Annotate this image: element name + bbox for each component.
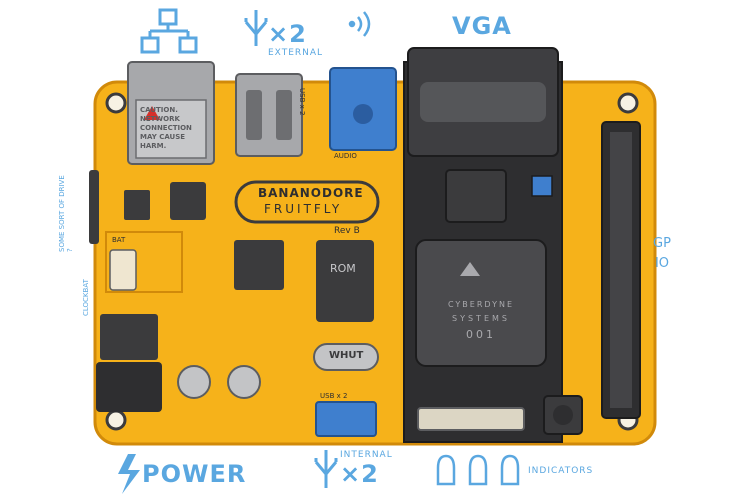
- clockbat-label: CLOCKBAT: [82, 279, 90, 316]
- cpu-line-1: CYBERDYNE: [447, 300, 515, 309]
- cpu-logo-icon: [460, 262, 480, 276]
- usb-external-count: ×2: [268, 20, 307, 48]
- brand-line-1: BANANODORE: [258, 186, 364, 200]
- power-switch: [100, 314, 158, 360]
- caution-text: CAUTION. NETWORK CONNECTION MAY CAUSE HA…: [140, 106, 192, 150]
- usb-side-label: USB x 2: [298, 88, 306, 116]
- indicators-label: INDICATORS: [528, 466, 594, 476]
- crystal-label: WHUT: [329, 350, 364, 361]
- chip-left: [170, 182, 206, 220]
- wireless-icon: [348, 11, 371, 37]
- caution-sign-icon: [144, 106, 160, 120]
- cpu-chip: [415, 239, 547, 367]
- capacitors: [177, 365, 261, 399]
- network-icon: [140, 8, 198, 54]
- cpu-line-3: 001: [466, 328, 496, 341]
- revision-label: Rev B: [334, 226, 360, 236]
- vga-label: VGA: [452, 12, 512, 40]
- usb-bottom-label: USB x 2: [320, 392, 348, 400]
- card-slot: [417, 407, 525, 431]
- mounting-holes: [105, 92, 639, 431]
- drive-note: SOME SORT OF DRIVE ?: [58, 175, 74, 252]
- usb-external-note: EXTERNAL: [268, 48, 324, 58]
- usb-icon: [244, 10, 268, 46]
- power-barrel-jack: [96, 362, 162, 412]
- chip-middle: [234, 240, 284, 290]
- lightning-icon: [118, 454, 140, 494]
- side-drive-slot: [89, 170, 99, 244]
- usb-internal-count: ×2: [340, 460, 379, 488]
- usb-external-jack: [235, 73, 303, 157]
- battery-area: [105, 231, 183, 293]
- rom-label: ROM: [330, 262, 356, 275]
- usb-internal-note: INTERNAL: [340, 450, 393, 460]
- usb-internal-header: [315, 401, 377, 437]
- brand-line-2: FRUITFLY: [264, 202, 343, 216]
- gpio-label: GPIO: [653, 236, 671, 271]
- usb-icon: [314, 450, 338, 488]
- chip-left-small: [124, 190, 150, 220]
- cpu-line-2: SYSTEMS: [452, 314, 510, 323]
- brand-plate: [234, 180, 380, 224]
- audio-label: AUDIO: [334, 152, 357, 160]
- crystal: [313, 343, 379, 371]
- power-label: POWER: [142, 460, 247, 488]
- battery-label: BAT: [112, 236, 126, 244]
- small-chip: [445, 169, 507, 223]
- rom-chip: [316, 240, 374, 322]
- led-icon: [436, 454, 520, 486]
